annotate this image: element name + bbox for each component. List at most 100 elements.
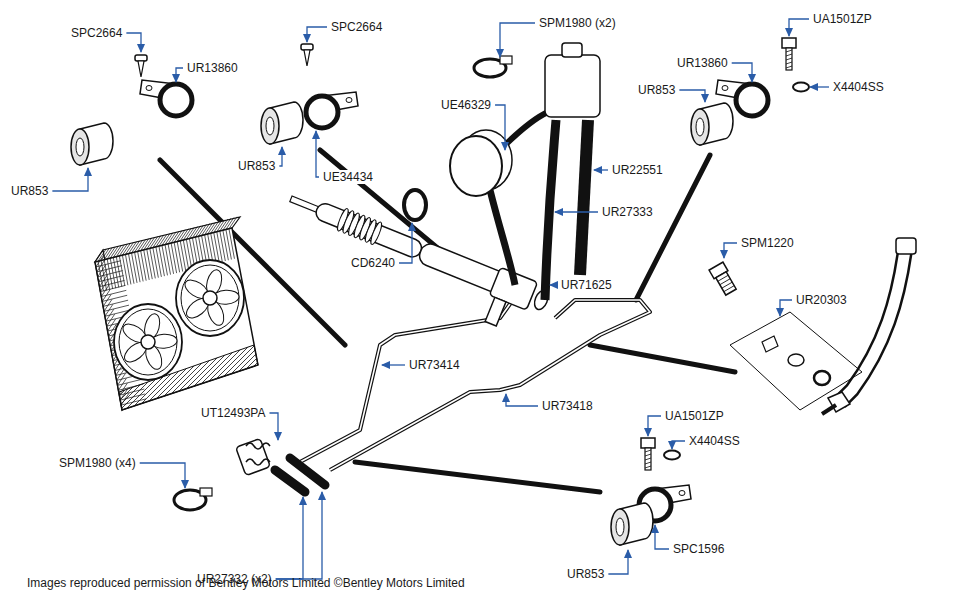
rubber-bushing (71, 123, 113, 165)
clip-loop (736, 84, 768, 116)
bolt-head (782, 38, 796, 48)
radiator-fin (171, 243, 177, 273)
radiator-fin (223, 230, 229, 260)
part-number: UR27333 (601, 205, 654, 219)
screw (301, 44, 313, 66)
fan-shroud (176, 260, 244, 336)
leader-line (500, 23, 535, 57)
pinion (485, 297, 506, 326)
thread-line (786, 62, 792, 64)
hose (545, 120, 556, 300)
thread-line (645, 458, 651, 460)
leader-line (648, 416, 661, 436)
radiator (95, 217, 258, 410)
leader-line (506, 394, 538, 406)
bushing-bore (616, 518, 624, 536)
hose-stub (822, 405, 836, 414)
leader-line (269, 413, 278, 440)
thread-line (786, 50, 792, 52)
leader-line (52, 168, 88, 191)
thread-line (645, 450, 651, 452)
radiator-fin (107, 314, 115, 326)
radiator-fin (117, 368, 125, 380)
connector-body (236, 438, 271, 475)
radiator-fin (147, 249, 153, 279)
radiator-fin (229, 217, 237, 229)
leader-line (780, 300, 792, 316)
parts-box (730, 312, 862, 410)
leader-line (594, 169, 608, 170)
leader-line (672, 441, 685, 449)
radiator-fin (183, 240, 189, 270)
part-number: UR853 (237, 159, 276, 173)
part-number: SPM1220 (740, 236, 795, 250)
o-ring (404, 190, 426, 220)
bolt (641, 438, 655, 470)
union-fitting (709, 262, 738, 296)
tie-rod (290, 196, 320, 213)
leader-line (810, 86, 829, 87)
radiator-fin (100, 280, 108, 292)
radiator-fin (103, 294, 111, 306)
part-number: UR13860 (676, 56, 729, 70)
hose (580, 120, 588, 275)
radiator-fin (159, 246, 165, 276)
rack-tube (314, 201, 425, 260)
radiator-fin (214, 233, 220, 263)
cooler-front (450, 136, 502, 196)
radiator-fin (102, 289, 110, 301)
part-number: UR73418 (541, 399, 594, 413)
fan-shroud (114, 304, 182, 380)
radiator-fin (229, 229, 235, 259)
radiator-fin (118, 373, 126, 385)
part-number: UR22551 (611, 163, 664, 177)
radiator-fin (138, 251, 144, 281)
hose (290, 458, 325, 485)
steering-rack (276, 185, 553, 340)
thread-line (786, 66, 792, 68)
radiator-fin (186, 239, 192, 269)
fan-hub (141, 335, 155, 349)
copyright-caption: Images reproduced permission of Bentley … (27, 576, 465, 590)
part-number: SPC1596 (672, 542, 725, 556)
thread-line (786, 58, 792, 60)
washer (664, 451, 680, 460)
bushing-bore (76, 138, 84, 156)
leader-line (140, 463, 185, 488)
radiator-fin (118, 378, 126, 390)
washer (793, 83, 809, 92)
fan-ring (119, 309, 177, 375)
thread-line (645, 462, 651, 464)
radiator-fin (217, 232, 223, 262)
radiator-fin (168, 244, 174, 274)
pipe-outline (300, 290, 520, 462)
nut (788, 354, 804, 366)
cooling-fan (176, 260, 244, 336)
part-number: UR853 (10, 184, 49, 198)
radiator-fin (100, 275, 108, 287)
rack-boot (369, 221, 384, 246)
olive (762, 336, 778, 352)
leader-line (724, 243, 737, 258)
leader-line (382, 364, 405, 365)
radiator-fin (128, 254, 134, 284)
radiator-fin (156, 247, 162, 277)
reservoir (545, 55, 600, 117)
connector-spring (246, 443, 270, 449)
pipe-bore (300, 290, 520, 462)
rubber-bushing (261, 102, 303, 144)
bolt-shank (645, 448, 651, 470)
part-number: UA1501ZP (664, 409, 725, 423)
radiator-fin (104, 299, 112, 311)
radiator-fin (125, 254, 131, 284)
leader-line (608, 550, 628, 574)
connector-spring (246, 459, 270, 465)
radiator-fin (162, 245, 168, 275)
leader-line (276, 497, 303, 579)
bolt-head (641, 438, 655, 448)
thread-line (724, 286, 734, 292)
pipe-bore (330, 300, 650, 470)
radiator-fin (153, 248, 159, 278)
radiator-fin (174, 242, 180, 272)
radiator-fin (141, 251, 147, 281)
